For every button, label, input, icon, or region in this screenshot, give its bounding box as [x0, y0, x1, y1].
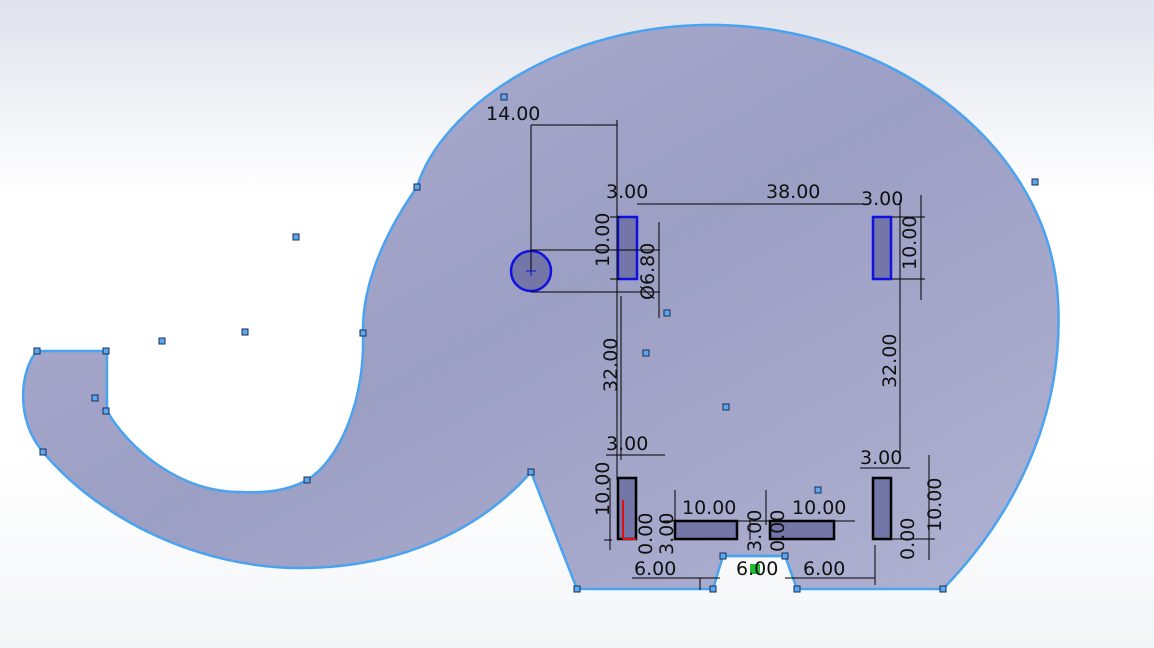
slot-top-left[interactable] [616, 215, 639, 281]
dim-top-right-slot-height[interactable]: 10.00 [899, 216, 921, 270]
dim-circle-diameter[interactable]: Ø6.80 [637, 243, 659, 300]
dim-center-offset[interactable]: 0.00 [767, 510, 789, 552]
dim-bottom-left-gap[interactable]: 6.00 [634, 558, 676, 580]
slot-bottom-right[interactable] [871, 476, 893, 541]
dimension-lines [530, 120, 935, 590]
dim-bottom-left-slot-width[interactable]: 3.00 [606, 433, 648, 455]
dim-mid-left-height[interactable]: 3.00 [656, 513, 678, 555]
dim-top-right-slot-width[interactable]: 3.00 [861, 188, 903, 210]
sketch-points [33, 93, 1039, 593]
dim-left-vertical[interactable]: 32.00 [600, 338, 622, 392]
dim-mid-left-slot-length[interactable]: 10.00 [682, 497, 736, 519]
origin-marker [750, 564, 760, 574]
dim-left-offset[interactable]: 0.00 [635, 513, 657, 555]
dim-bottom-right-slot-height[interactable]: 10.00 [924, 478, 946, 532]
dim-right-offset[interactable]: 0.00 [897, 518, 919, 560]
dim-bottom-right-slot-width[interactable]: 3.00 [860, 447, 902, 469]
slot-bottom-left[interactable] [616, 476, 638, 541]
dim-top-left-slot-width[interactable]: 3.00 [606, 181, 648, 203]
dim-slot-spacing[interactable]: 38.00 [766, 181, 820, 203]
dim-right-vertical[interactable]: 32.00 [879, 334, 901, 388]
dim-mid-right-slot-length[interactable]: 10.00 [792, 497, 846, 519]
origin-axes-icon [622, 500, 636, 540]
dim-notch-width[interactable]: 6.00 [736, 558, 778, 580]
slot-mid-left[interactable] [673, 519, 739, 541]
slot-top-right[interactable] [871, 215, 893, 281]
sketch-profile[interactable] [21, 23, 1060, 591]
dim-mid-center-height[interactable]: 3.00 [744, 510, 766, 552]
dim-bottom-right-gap[interactable]: 6.00 [803, 558, 845, 580]
dim-top-left-slot-height[interactable]: 10.00 [592, 213, 614, 267]
dim-circle-offset[interactable]: 14.00 [486, 103, 540, 125]
dim-bottom-left-slot-height[interactable]: 10.00 [592, 462, 614, 516]
